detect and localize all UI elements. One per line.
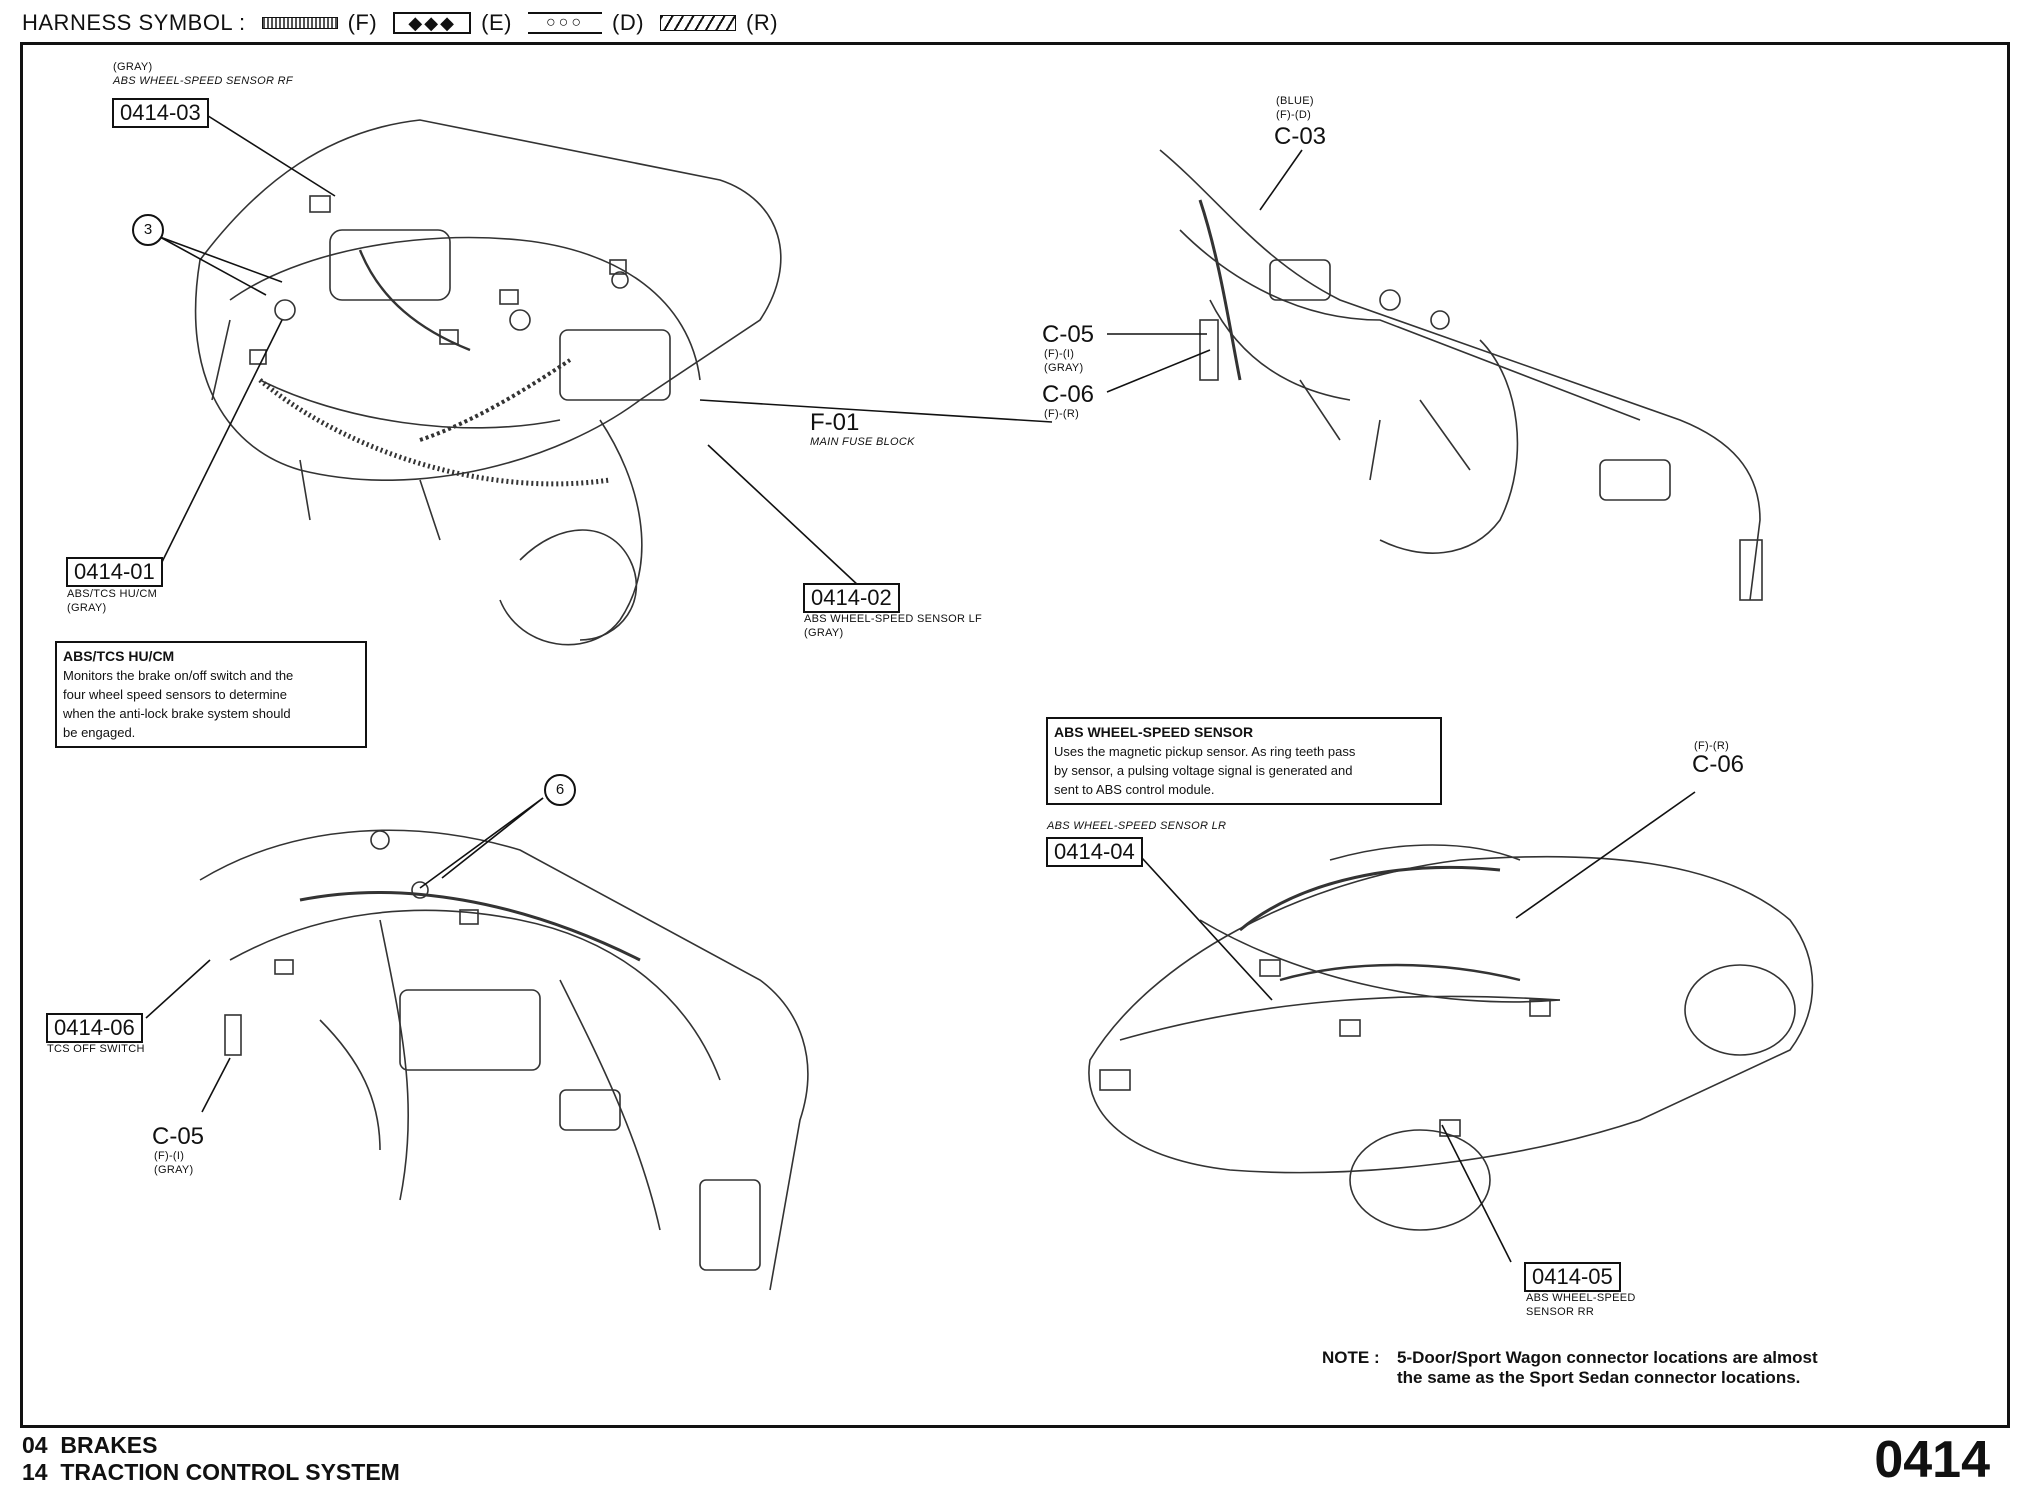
- info-box-sensor-heading: ABS WHEEL-SPEED SENSOR: [1054, 724, 1254, 740]
- connector-c-05-top-harness: (F)-(I): [1044, 348, 1075, 360]
- car-body-bottom-right-illustration: [1088, 844, 1814, 1231]
- connector-0414-06-label: 0414-06: [46, 1013, 143, 1043]
- connector-f-01-label: F-01: [810, 409, 860, 436]
- connector-0414-06-desc: TCS OFF SWITCH: [47, 1043, 145, 1055]
- info-box-hucm-line: four wheel speed sensors to determine: [63, 687, 288, 702]
- connector-c-06-top-harness: (F)-(R): [1044, 408, 1080, 420]
- connector-c-05-top-label: C-05: [1042, 321, 1095, 348]
- dashboard-bottom-left-illustration: [199, 829, 809, 1291]
- connector-c-03-label: C-03: [1274, 123, 1327, 150]
- harness-symbol-d-icon: ○○○: [528, 12, 602, 34]
- connector-0414-03-label: 0414-03: [112, 98, 209, 128]
- connector-c-05-bottom-harness: (F)-(I): [154, 1150, 185, 1162]
- legend-code-d: (D): [612, 10, 645, 35]
- callout-3-icon: 3: [132, 214, 164, 246]
- legend-code-e: (E): [481, 10, 512, 35]
- connector-0414-05-desc: ABS WHEEL-SPEED: [1526, 1292, 1636, 1304]
- callout-6-icon: 6: [544, 774, 576, 806]
- info-box-hucm-line: when the anti-lock brake system should: [63, 706, 291, 721]
- engine-bay-illustration: [194, 119, 782, 646]
- connector-0414-04-label: 0414-04: [1046, 837, 1143, 867]
- info-box-hucm-line: Monitors the brake on/off switch and the: [63, 668, 294, 683]
- harness-legend: HARNESS SYMBOL : (F) ◆◆◆ (E) ○○○ (D) (R): [22, 6, 778, 40]
- connector-c-05-top-color: (GRAY): [1044, 362, 1084, 374]
- note-line-1: 5-Door/Sport Wagon connector locations a…: [1397, 1348, 1818, 1367]
- connector-c-03-color: (BLUE): [1276, 95, 1314, 107]
- connector-0414-01-color: (GRAY): [67, 602, 107, 614]
- info-box-hucm: ABS/TCS HU/CM Monitors the brake on/off …: [55, 641, 367, 748]
- connector-0414-04-desc: ABS WHEEL-SPEED SENSOR LR: [1047, 820, 1227, 832]
- info-box-hucm-heading: ABS/TCS HU/CM: [63, 648, 175, 664]
- dashboard-top-right-illustration: [1159, 149, 1763, 601]
- legend-code-r: (R): [746, 10, 779, 35]
- info-box-sensor-line: sent to ABS control module.: [1054, 782, 1215, 797]
- leader-lines: [145, 113, 1696, 1263]
- connector-0414-02-label: 0414-02: [803, 583, 900, 613]
- note-line-2: the same as the Sport Sedan connector lo…: [1397, 1368, 1801, 1387]
- info-box-wheel-speed-sensor: ABS WHEEL-SPEED SENSOR Uses the magnetic…: [1046, 717, 1442, 805]
- connector-c-05-bottom-color: (GRAY): [154, 1164, 194, 1176]
- info-box-sensor-line: Uses the magnetic pickup sensor. As ring…: [1054, 744, 1356, 759]
- connector-0414-02-color: (GRAY): [804, 627, 844, 639]
- connector-c-06-bottom-harness: (F)-(R): [1694, 740, 1730, 752]
- harness-symbol-r-icon: [660, 15, 737, 31]
- connector-c-06-bottom-label: C-06: [1692, 751, 1745, 778]
- legend-code-f: (F): [347, 10, 378, 35]
- connector-0414-03-desc: ABS WHEEL-SPEED SENSOR RF: [113, 75, 293, 87]
- connector-0414-03-color: (GRAY): [113, 61, 153, 73]
- harness-symbol-e-icon: ◆◆◆: [393, 12, 472, 34]
- section-traction-control: 14 TRACTION CONTROL SYSTEM: [22, 1459, 400, 1485]
- info-box-sensor-line: by sensor, a pulsing voltage signal is g…: [1054, 763, 1353, 778]
- note-label: NOTE :: [1322, 1348, 1380, 1367]
- connector-0414-02-desc: ABS WHEEL-SPEED SENSOR LF: [804, 613, 983, 625]
- connector-f-01-desc: MAIN FUSE BLOCK: [810, 436, 915, 448]
- connector-c-03-harness: (F)-(D): [1276, 109, 1312, 121]
- diagram-frame: [20, 42, 2010, 1428]
- page-number: 0414: [1874, 1431, 1990, 1489]
- legend-title: HARNESS SYMBOL :: [22, 10, 246, 35]
- harness-symbol-f-icon: [261, 17, 338, 29]
- connector-0414-05-desc: SENSOR RR: [1526, 1306, 1595, 1318]
- connector-c-06-top-label: C-06: [1042, 381, 1095, 408]
- connector-0414-01-label: 0414-01: [66, 557, 163, 587]
- info-box-hucm-line: be engaged.: [63, 725, 136, 740]
- connector-0414-05-label: 0414-05: [1524, 1262, 1621, 1292]
- connector-0414-01-desc: ABS/TCS HU/CM: [67, 588, 158, 600]
- connector-c-05-bottom-label: C-05: [152, 1123, 205, 1150]
- section-footer: 04 BRAKES 14 TRACTION CONTROL SYSTEM: [22, 1432, 400, 1486]
- section-brakes: 04 BRAKES: [22, 1432, 158, 1458]
